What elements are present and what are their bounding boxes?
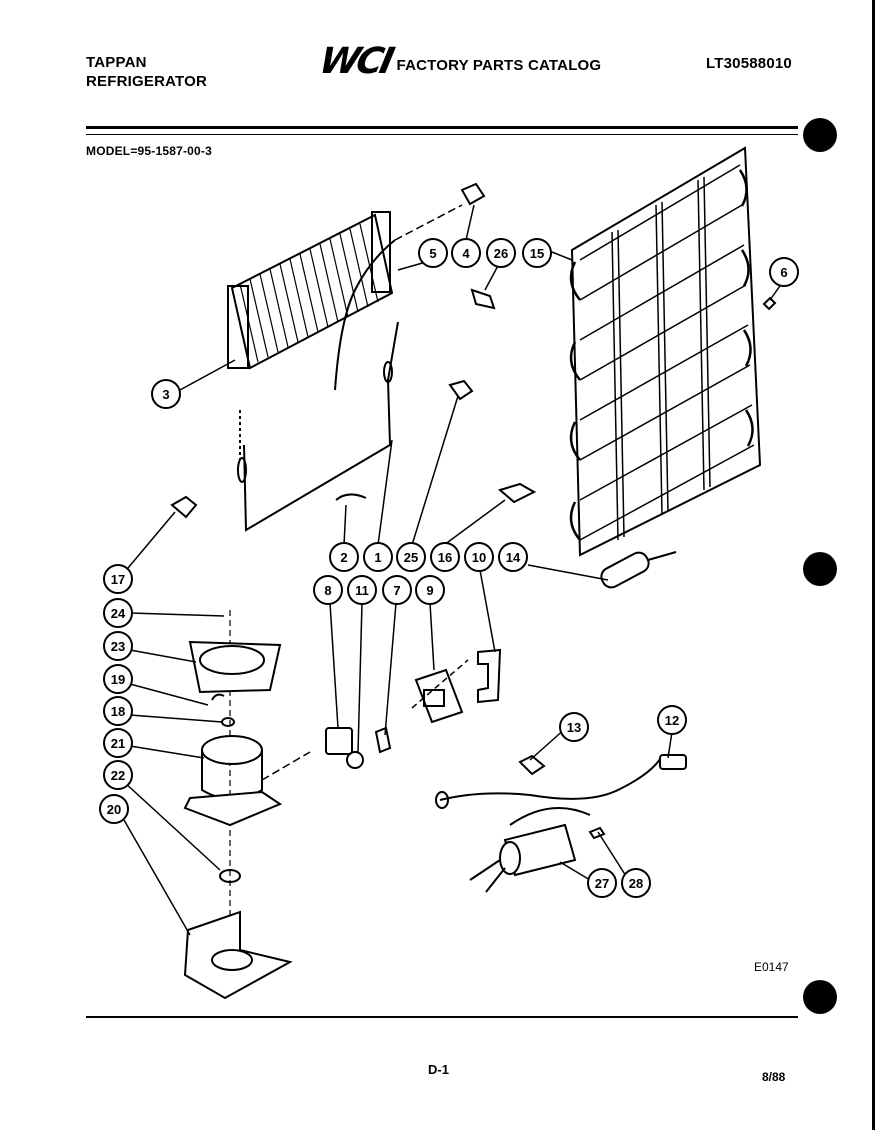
svg-text:2: 2 (340, 550, 347, 565)
footer-rule (86, 1016, 798, 1018)
svg-text:5: 5 (429, 246, 436, 261)
svg-text:6: 6 (780, 265, 787, 280)
svg-text:21: 21 (111, 736, 125, 751)
svg-text:10: 10 (472, 550, 486, 565)
callout-3: 3 (151, 379, 181, 409)
clip-16 (497, 482, 537, 504)
callout-14: 14 (498, 542, 528, 572)
svg-text:1: 1 (374, 550, 381, 565)
callout-25: 25 (396, 542, 426, 572)
callout-1: 1 (363, 542, 393, 572)
callout-28: 28 (621, 868, 651, 898)
callout-7: 7 (382, 575, 412, 605)
brand-name: TAPPAN (86, 54, 147, 71)
revision-date: 8/88 (762, 1070, 786, 1084)
svg-text:26: 26 (494, 246, 508, 261)
svg-text:23: 23 (111, 639, 125, 654)
binder-hole-bottom (803, 980, 837, 1014)
callout-2: 2 (329, 542, 359, 572)
tube-clip-26 (470, 288, 496, 310)
model-label: MODEL=95-1587-00-3 (86, 144, 212, 158)
binder-hole-middle (803, 552, 837, 586)
leader-lines (123, 204, 783, 936)
svg-text:19: 19 (111, 672, 125, 687)
catalog-header: WCI FACTORY PARTS CATALOG (316, 41, 602, 82)
callout-6: 6 (769, 257, 799, 287)
svg-text:11: 11 (355, 583, 369, 598)
callout-15: 15 (522, 238, 552, 268)
callout-19: 19 (103, 664, 133, 694)
callout-18: 18 (103, 696, 133, 726)
page-number: D-1 (428, 1062, 449, 1077)
svg-text:14: 14 (506, 550, 521, 565)
brand-block: TAPPAN REFRIGERATOR (86, 53, 207, 91)
callout-23: 23 (103, 631, 133, 661)
svg-text:20: 20 (107, 802, 121, 817)
svg-text:4: 4 (462, 246, 470, 261)
suction-line (237, 204, 463, 532)
svg-text:7: 7 (393, 583, 400, 598)
callout-8: 8 (313, 575, 343, 605)
callout-11: 11 (347, 575, 377, 605)
svg-text:17: 17 (111, 572, 125, 587)
callout-13: 13 (559, 712, 589, 742)
callout-26: 26 (486, 238, 516, 268)
capacitor (469, 806, 606, 893)
product-type: REFRIGERATOR (86, 73, 208, 90)
svg-text:25: 25 (404, 550, 418, 565)
svg-text:16: 16 (438, 550, 452, 565)
callouts: 3 5 4 26 15 6 17 2 1 25 16 10 14 24 8 11… (99, 238, 799, 898)
callout-21: 21 (103, 728, 133, 758)
svg-text:18: 18 (111, 704, 125, 719)
clamp-2 (335, 493, 367, 501)
svg-text:22: 22 (111, 768, 125, 783)
catalog-title: FACTORY PARTS CATALOG (396, 56, 602, 74)
callout-24: 24 (103, 598, 133, 628)
compressor-assembly (183, 610, 311, 1000)
callout-10: 10 (464, 542, 494, 572)
callout-27: 27 (587, 868, 617, 898)
tube-clip (460, 182, 486, 206)
evaporator (227, 211, 394, 370)
svg-text:13: 13 (567, 720, 581, 735)
electrical-components (325, 648, 502, 769)
callout-5: 5 (418, 238, 448, 268)
binder-hole-top (803, 118, 837, 152)
callout-16: 16 (430, 542, 460, 572)
power-cord (435, 754, 687, 809)
header-rule-thin (86, 134, 798, 135)
callout-4: 4 (451, 238, 481, 268)
svg-text:9: 9 (426, 583, 433, 598)
svg-text:24: 24 (111, 606, 126, 621)
callout-22: 22 (103, 760, 133, 790)
callout-20: 20 (99, 794, 129, 824)
svg-text:28: 28 (629, 876, 643, 891)
svg-text:15: 15 (530, 246, 544, 261)
svg-text:12: 12 (665, 713, 679, 728)
diagram-code: E0147 (754, 960, 789, 974)
svg-text:27: 27 (595, 876, 609, 891)
tube-clip-25 (448, 379, 474, 401)
catalog-number: LT30588010 (706, 55, 792, 72)
svg-text:3: 3 (162, 387, 169, 402)
svg-text:8: 8 (324, 583, 331, 598)
condenser-coil (569, 146, 762, 557)
callout-9: 9 (415, 575, 445, 605)
grommet-17 (170, 495, 198, 519)
drier (600, 551, 677, 589)
callout-17: 17 (103, 564, 133, 594)
header-rule-thick (86, 126, 798, 129)
callout-12: 12 (657, 705, 687, 735)
screw-6 (762, 296, 777, 311)
